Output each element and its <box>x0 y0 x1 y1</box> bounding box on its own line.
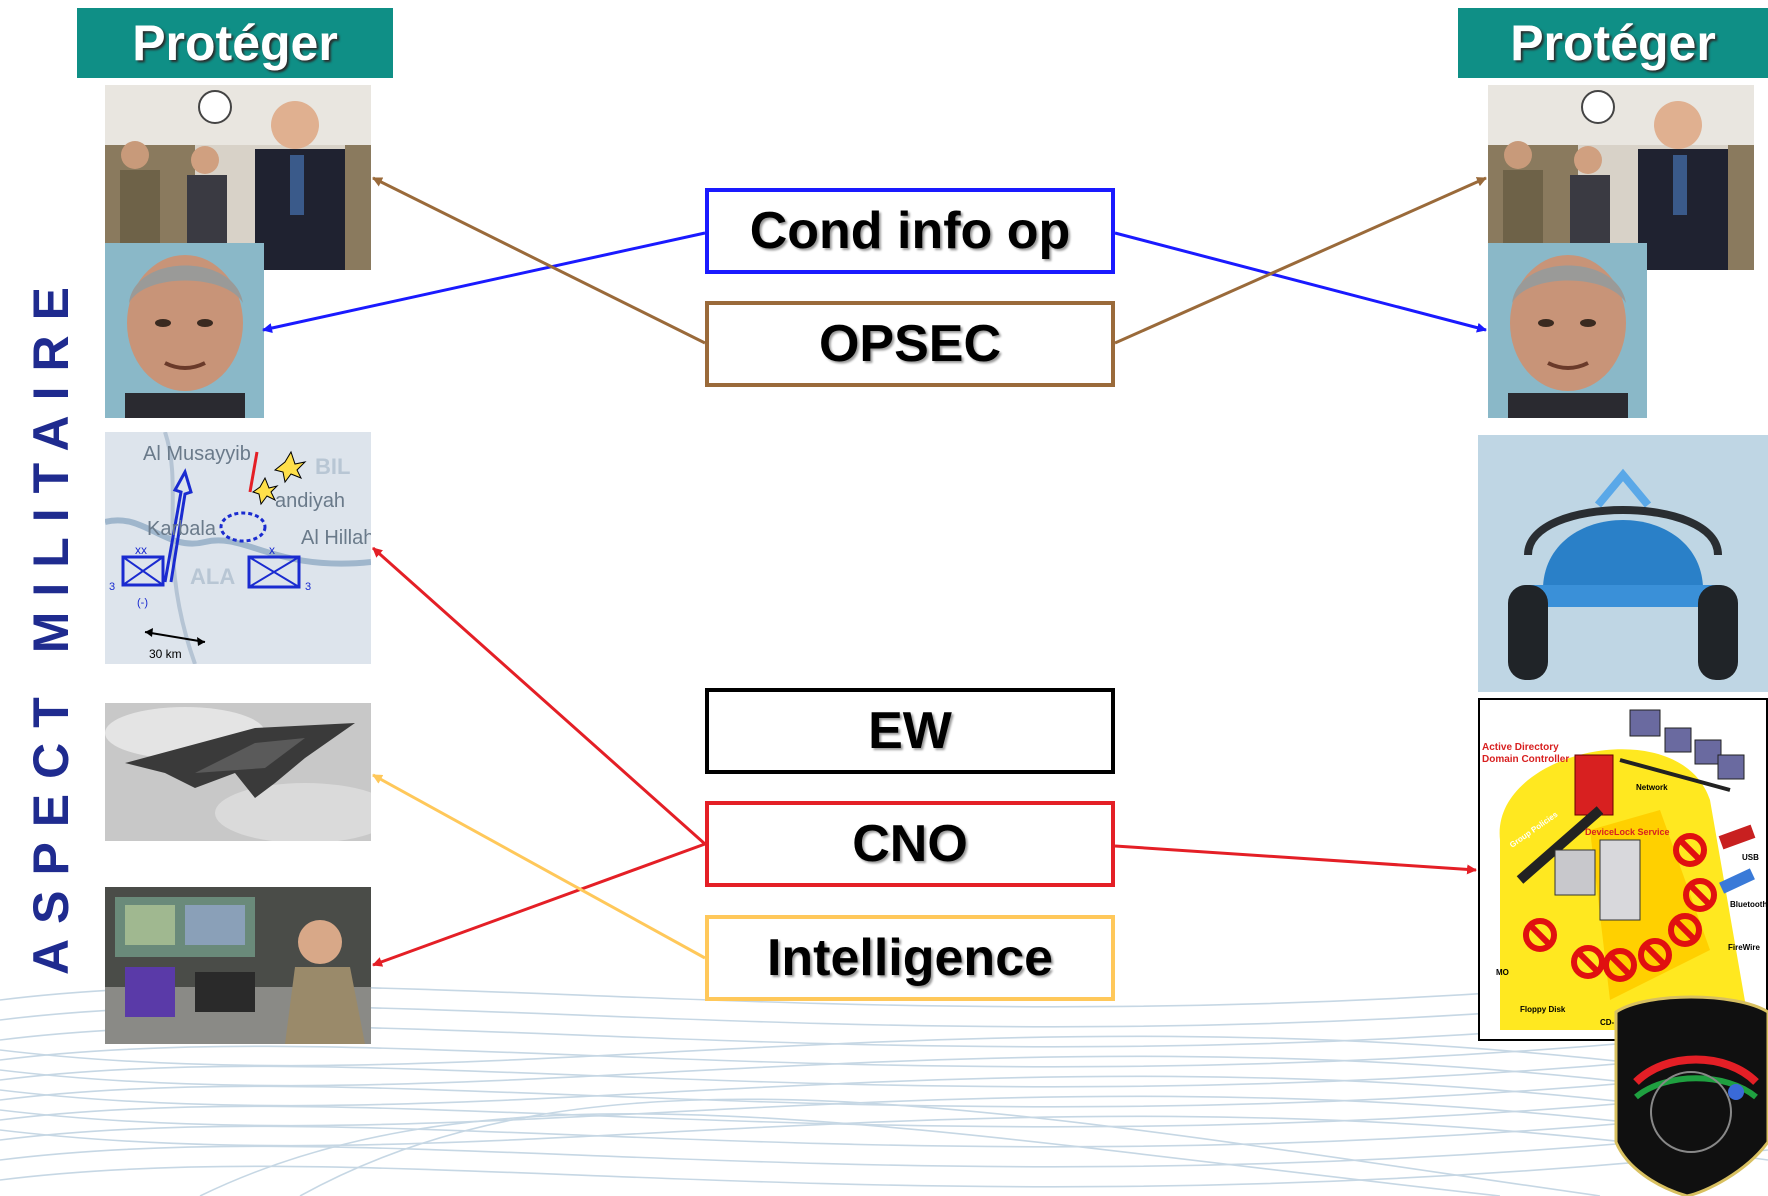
map-label-andiyah: andiyah <box>275 490 345 512</box>
box-opsec: OPSEC <box>705 301 1115 387</box>
map-label-3b: 3 <box>305 581 311 593</box>
net-label-firewire: FireWire <box>1728 943 1760 952</box>
map-label-x: x <box>269 543 275 557</box>
net-label-bluetooth: Bluetooth <box>1730 900 1766 909</box>
net-label-mo: MO <box>1496 968 1509 977</box>
left-photo-portrait <box>105 243 264 418</box>
net-label-network: Network <box>1636 783 1668 792</box>
vertical-title: ASPECT MILITAIRE <box>23 272 79 975</box>
left-photo-stealth-bomber <box>105 703 371 841</box>
left-map-image: Al Musayyib BIL andiyah Karbala Al Hilla… <box>105 432 371 664</box>
map-label-musayyib: Al Musayyib <box>143 443 251 465</box>
box-cond-info-op: Cond info op <box>705 188 1115 274</box>
map-label-karbala: Karbala <box>147 518 217 540</box>
right-helmet-image <box>1478 435 1768 692</box>
map-label-xx: xx <box>135 543 147 557</box>
net-label-dc: Domain Controller <box>1482 754 1569 765</box>
right-photo-portrait <box>1488 243 1647 418</box>
left-header: Protéger <box>77 8 393 78</box>
box-intelligence: Intelligence <box>705 915 1115 1001</box>
map-label-hillah: Al Hillah <box>301 527 371 549</box>
net-label-usb: USB <box>1742 853 1759 862</box>
map-label-3a: 3 <box>109 581 115 593</box>
map-label-ala: ALA <box>190 564 235 589</box>
box-cno: CNO <box>705 801 1115 887</box>
left-photo-operations-room <box>105 887 371 1044</box>
net-label-floppy: Floppy Disk <box>1520 1005 1566 1014</box>
net-label-devicelock: DeviceLock Service <box>1585 827 1670 837</box>
arrow-cno-to-left-map <box>372 546 706 846</box>
arrow-opsec-to-left-dignitaries <box>372 176 706 345</box>
map-label-scale: 30 km <box>149 647 182 661</box>
map-label-minus: (-) <box>137 597 148 609</box>
right-header: Protéger <box>1458 8 1768 78</box>
box-ew: EW <box>705 688 1115 774</box>
info-ops-logo <box>1606 992 1768 1196</box>
arrow-opsec-to-right-dignitaries <box>1114 176 1487 345</box>
arrow-cno-to-right-network <box>1114 844 1477 875</box>
arrow-cond-to-right-portrait <box>1114 231 1487 333</box>
right-network-diagram: Active Directory Domain Controller Netwo… <box>1478 698 1768 1041</box>
map-label-bil: BIL <box>315 454 350 479</box>
net-label-ad: Active Directory <box>1482 742 1559 753</box>
background-wave-lines <box>0 969 1768 1196</box>
